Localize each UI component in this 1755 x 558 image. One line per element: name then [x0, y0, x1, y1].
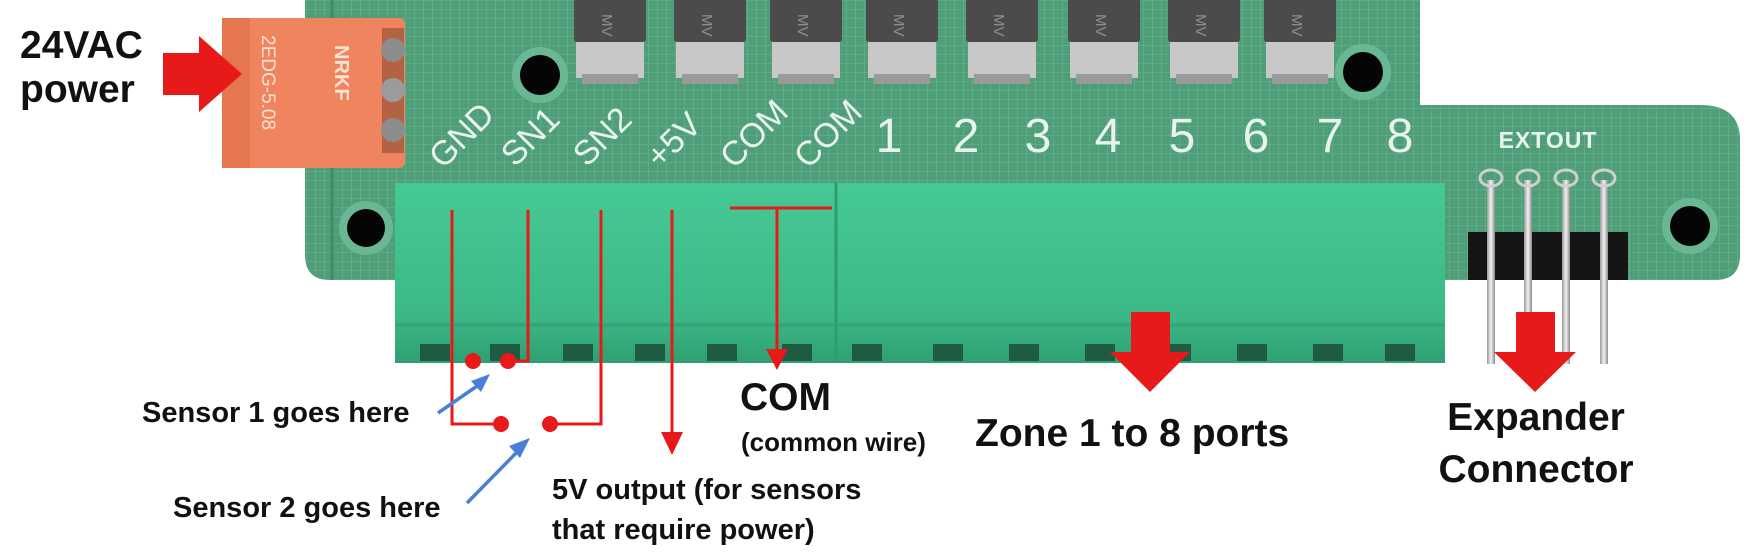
five-volt-label-line1: 5V output (for sensors	[552, 474, 862, 506]
relay-label: MV	[890, 14, 907, 37]
relay-label: MV	[990, 14, 1007, 37]
terminal-block	[395, 183, 1445, 363]
terminal-socket	[852, 344, 882, 361]
com-arrow-head	[766, 349, 788, 370]
sensor1-label: Sensor 1 goes here	[142, 397, 410, 429]
relay-label: MV	[598, 14, 615, 37]
terminal-socket	[635, 344, 665, 361]
relay-label: MV	[1092, 14, 1109, 37]
sensor-pointers	[437, 374, 530, 505]
zone-label: Zone 1 to 8 ports	[975, 412, 1290, 455]
relay: MV	[966, 0, 1038, 84]
zone-number: 7	[1317, 110, 1344, 163]
terminal-sockets	[420, 344, 1415, 361]
power-label-line1: 24VAC	[20, 24, 143, 67]
power-label-line2: power	[20, 68, 135, 111]
header-pin	[1562, 180, 1570, 364]
zone-number: 2	[953, 110, 980, 163]
terminal-socket	[1009, 344, 1039, 361]
zone-number: 3	[1025, 110, 1052, 163]
switch-contacts	[465, 349, 788, 455]
five-volt-label-line2: that require power)	[552, 514, 815, 546]
terminal-socket	[782, 344, 812, 361]
power-connector-text: 2EDG-5.08	[257, 35, 278, 130]
expansion-header: EXTOUT	[1468, 127, 1628, 364]
expander-label-line1: Expander	[1447, 396, 1625, 439]
sn2-wire	[550, 210, 603, 426]
relay-components: MV MV MV MV MV MV MV MV	[574, 0, 1336, 84]
power-arrow	[163, 36, 242, 112]
expander-label-line2: Connector	[1438, 448, 1634, 491]
relay: MV	[674, 0, 746, 84]
zone-number: 8	[1387, 110, 1414, 163]
expander-arrow	[1494, 312, 1576, 392]
terminal-socket	[1237, 344, 1267, 361]
relay: MV	[574, 0, 646, 84]
expander-label: Expander Connector	[1436, 396, 1636, 492]
relay: MV	[1068, 0, 1140, 84]
power-label: 24VAC power	[20, 24, 143, 112]
mounting-holes	[339, 44, 1718, 255]
power-connector-brand: NRKF	[330, 45, 352, 101]
terminal-socket	[933, 344, 963, 361]
five-volt-label: 5V output (for sensors that require powe…	[552, 473, 861, 547]
zone-number: 4	[1095, 110, 1122, 163]
relay-label: MV	[698, 14, 715, 37]
five-volt-arrow-head	[661, 432, 683, 455]
relay-label: MV	[794, 14, 811, 37]
relay: MV	[1168, 0, 1240, 84]
terminal-socket	[563, 344, 593, 361]
power-connector: 2EDG-5.08 NRKF	[222, 18, 405, 168]
extout-label: EXTOUT	[1499, 127, 1598, 153]
com-label: COM	[740, 376, 831, 419]
terminal-socket	[707, 344, 737, 361]
header-pins	[1478, 168, 1617, 364]
zone-number: 5	[1169, 110, 1196, 163]
terminal-socket	[420, 344, 450, 361]
direction-arrows	[163, 36, 1576, 392]
terminal-socket	[1085, 344, 1115, 361]
relay: MV	[866, 0, 938, 84]
relay-label: MV	[1288, 14, 1305, 37]
sensor2-label: Sensor 2 goes here	[173, 492, 441, 524]
terminal-socket	[1385, 344, 1415, 361]
relay: MV	[1264, 0, 1336, 84]
zone-number: 6	[1243, 110, 1270, 163]
terminal-socket	[1313, 344, 1343, 361]
relay-label: MV	[1192, 14, 1209, 37]
relay: MV	[770, 0, 842, 84]
header-pin	[1524, 180, 1532, 364]
com-sub-label: (common wire)	[741, 427, 926, 457]
zone-arrow	[1110, 312, 1190, 392]
header-pin	[1600, 180, 1608, 364]
header-pin	[1487, 180, 1495, 364]
gnd-wire	[450, 210, 501, 426]
zone-number: 1	[876, 110, 903, 163]
